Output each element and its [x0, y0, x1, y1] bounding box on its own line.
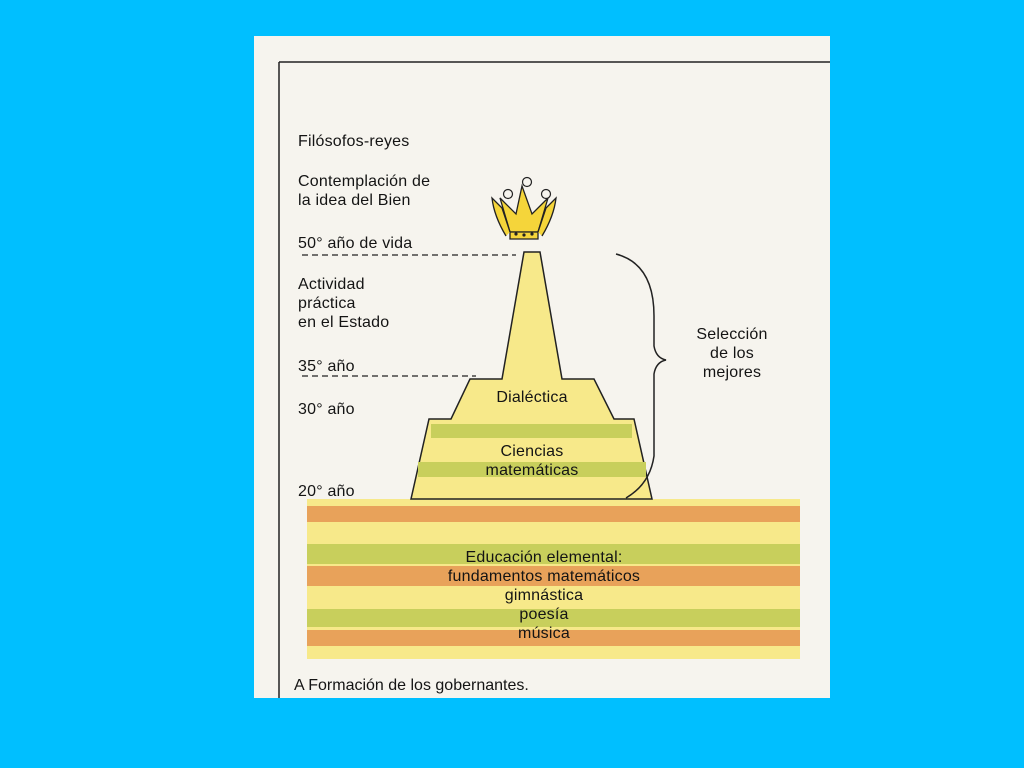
crown-icon — [491, 176, 557, 240]
figure-caption: A Formación de los gobernantes. — [294, 677, 529, 694]
practical-activity-line-2: práctica — [298, 295, 356, 312]
age-35-label: 35° año — [298, 358, 355, 375]
elementary-education-line-2: fundamentos matemáticos — [447, 568, 641, 585]
practical-activity-line-3: en el Estado — [298, 314, 390, 331]
contemplation-label-line-2: la idea del Bien — [298, 192, 411, 209]
dialectics-label: Dialéctica — [496, 389, 568, 406]
selection-line-3: mejores — [702, 364, 762, 381]
math-band-1 — [431, 424, 632, 438]
age-20-label: 20° año — [298, 483, 355, 500]
selection-line-2: de los — [710, 345, 754, 362]
elementary-education-line-1: Educación elemental: — [465, 549, 623, 566]
band-orange-2 — [307, 566, 800, 586]
age-50-label: 50° año de vida — [298, 235, 413, 252]
band-orange-1 — [307, 506, 800, 522]
selection-line-1: Selección — [696, 326, 768, 343]
elementary-education-line-3: gimnástica — [504, 587, 584, 604]
band-green-2 — [307, 609, 800, 627]
math-sciences-line-1: Ciencias — [500, 443, 564, 460]
math-band-2 — [418, 462, 646, 477]
contemplation-label-line-1: Contemplación de — [298, 173, 431, 190]
textbook-scan: Filósofos-reyes Contemplación de la idea… — [254, 36, 830, 698]
philosopher-kings-label: Filósofos-reyes — [298, 133, 410, 150]
band-green-1 — [307, 544, 800, 564]
pyramid-diagram — [278, 61, 830, 698]
selection-brace — [615, 253, 667, 499]
practical-activity-line-1: Actividad — [298, 276, 365, 293]
elementary-education-line-5: música — [518, 625, 570, 642]
elementary-education-line-4: poesía — [519, 606, 569, 623]
age-30-label: 30° año — [298, 401, 355, 418]
math-sciences-line-2: matemáticas — [485, 462, 579, 479]
band-orange-3 — [307, 630, 800, 646]
